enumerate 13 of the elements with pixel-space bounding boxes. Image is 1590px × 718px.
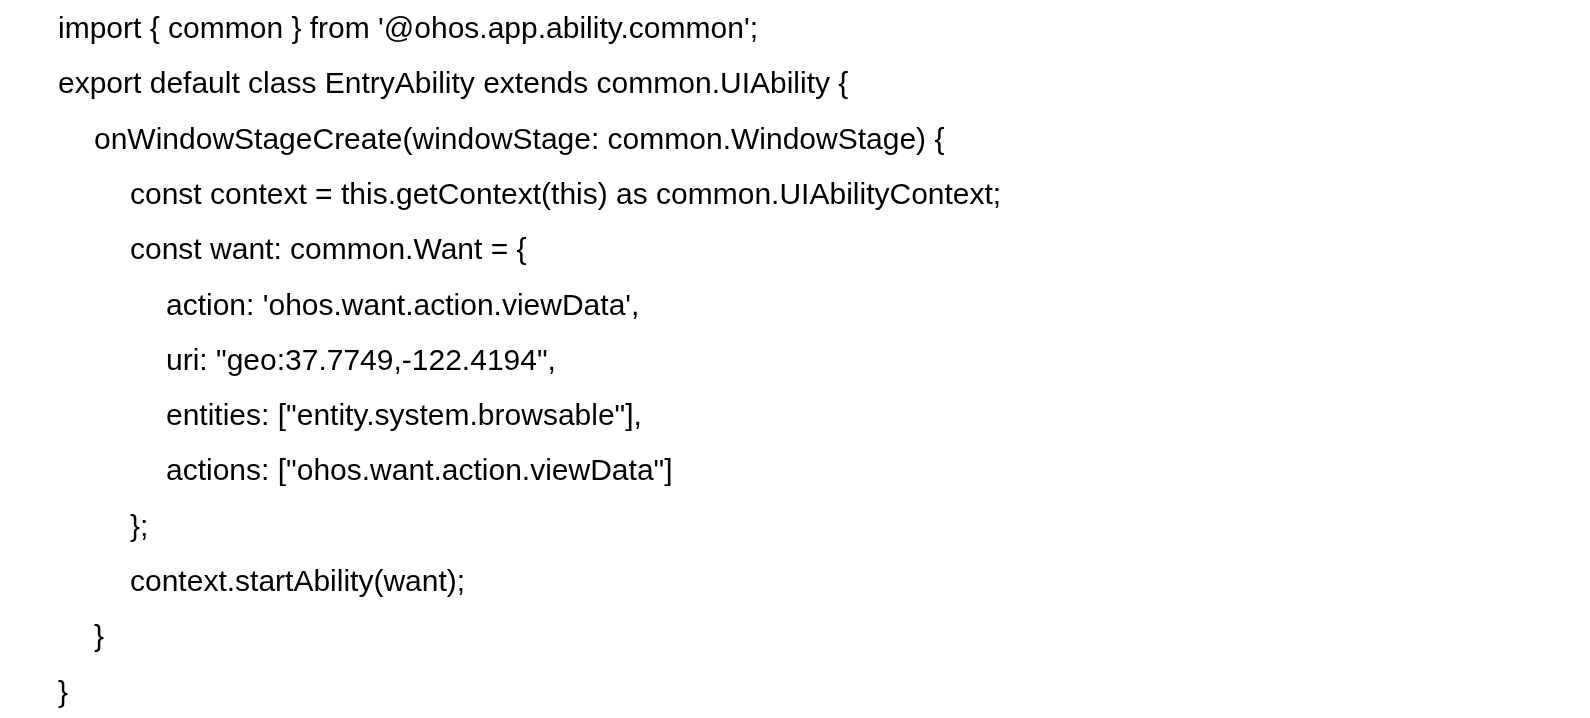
code-line: context.startAbility(want); [130, 563, 466, 599]
code-line: import { common } from '@ohos.app.ability.common'; [58, 10, 758, 46]
code-line: export default class EntryAbility extends common.UIAbility { [58, 65, 849, 102]
code-line: uri: "geo:37.7749,-122.4194", [166, 341, 556, 378]
code-line: entities: ["entity.system.browsable"], [166, 397, 642, 434]
code-line: const context = this.getContext(this) as common.UIAbilityContext; [130, 175, 1002, 212]
code-line: actions: ["ohos.want.action.viewData"] [166, 452, 673, 489]
code-line: onWindowStageCreate(windowStage: common.WindowStage) { [94, 120, 945, 157]
code-line: } [58, 673, 69, 710]
code-line: }; [130, 507, 149, 544]
code-line: } [94, 618, 105, 655]
code-line: const want: common.Want = { [130, 231, 527, 268]
code-line: action: 'ohos.want.action.viewData', [166, 286, 640, 323]
